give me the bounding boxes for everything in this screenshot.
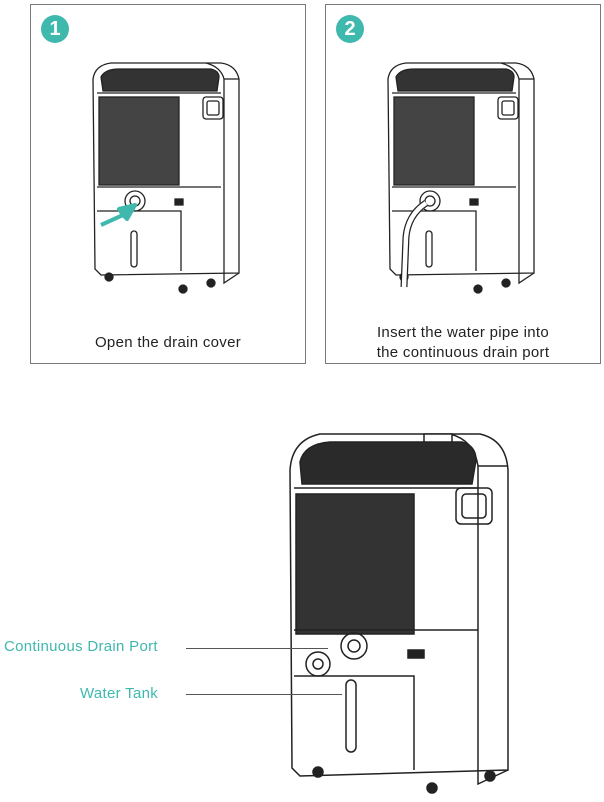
dehumidifier-drawing-step-2 <box>387 62 535 294</box>
leader-line-water-tank <box>186 694 342 695</box>
step-1-panel: 1 <box>30 4 306 364</box>
step-2-caption-line-2: the continuous drain port <box>376 344 550 361</box>
arrow-icon <box>100 203 137 227</box>
callout-water-tank: Water Tank <box>80 685 159 702</box>
leader-line-drain-port <box>186 648 328 649</box>
step-1-badge: 1 <box>41 15 69 43</box>
callout-drain-port: Continuous Drain Port <box>4 638 158 655</box>
step-1-caption: Open the drain cover <box>94 334 242 351</box>
step-2-badge: 2 <box>336 15 364 43</box>
step-2-panel: 2 Insert the water pipe into the continu <box>325 4 601 364</box>
step-2-caption-line-1: Insert the water pipe into <box>376 324 550 341</box>
dehumidifier-drawing-step-1 <box>92 62 240 294</box>
